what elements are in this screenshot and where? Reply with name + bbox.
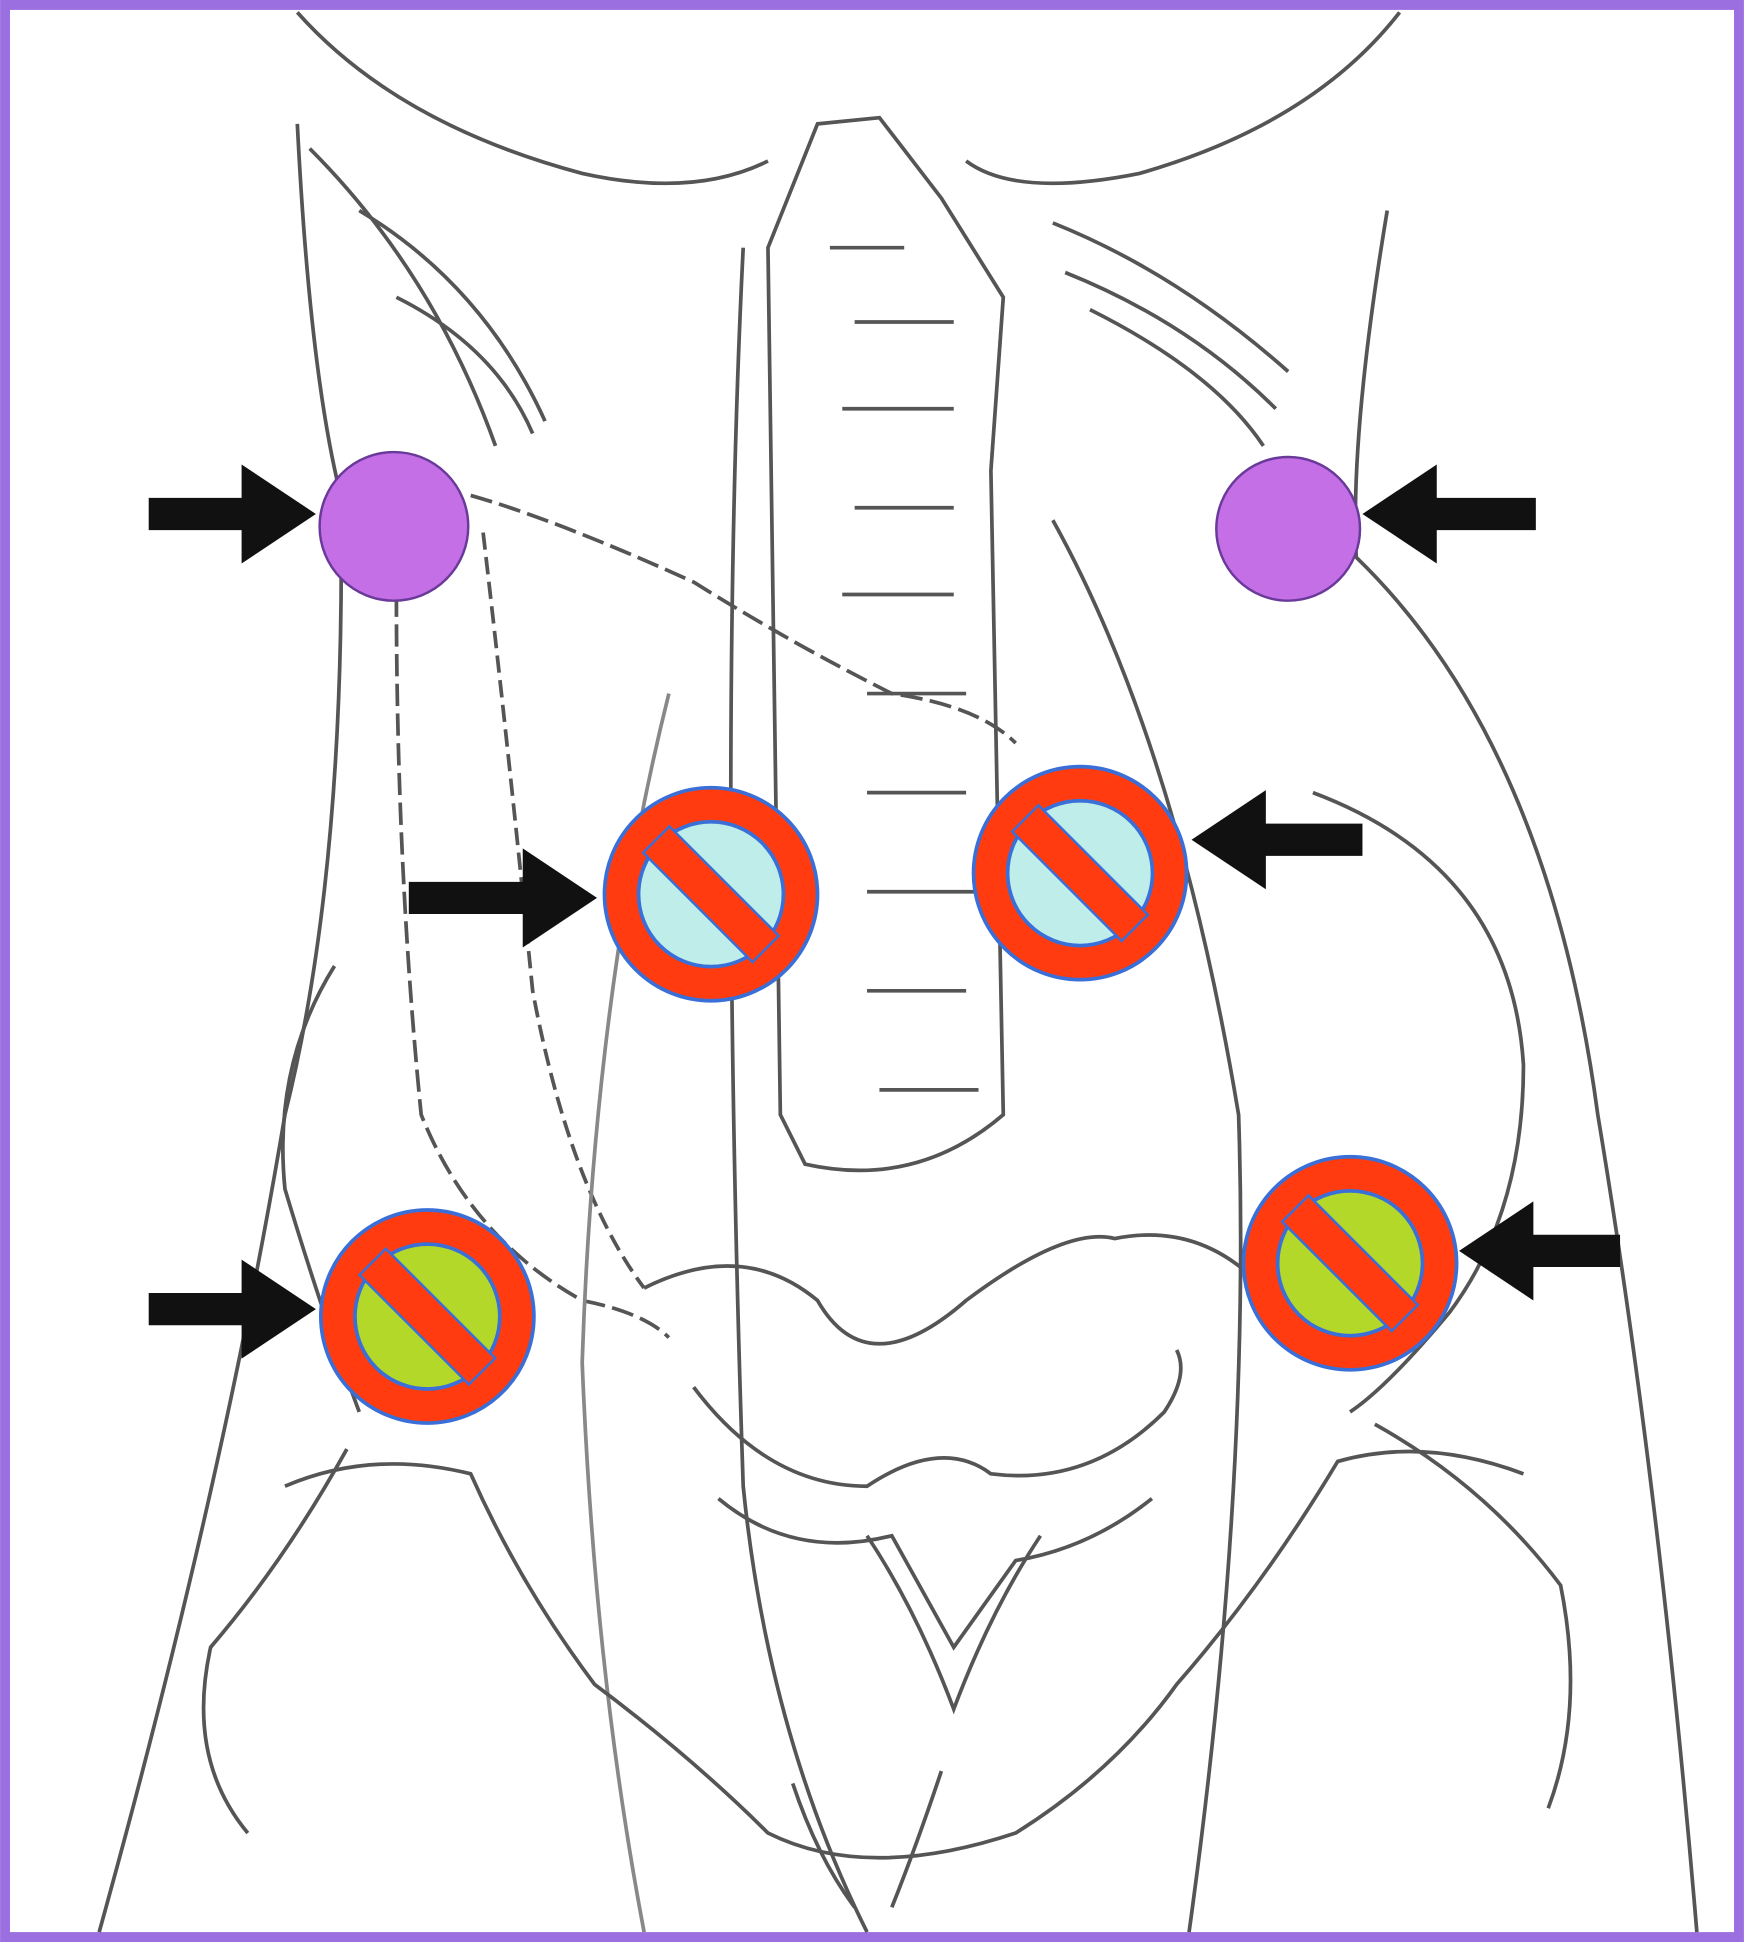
prohibition-bar-icon: [357, 1246, 497, 1387]
abdomen-anatomy-sketch: [97, 11, 1699, 1933]
purple-dot-icon: [1215, 455, 1362, 602]
purple-dot-icon: [318, 450, 470, 602]
prohibited-site-marker: [1241, 1154, 1621, 1372]
arrow-icon: [148, 1259, 316, 1359]
arrow-icon: [408, 848, 598, 948]
prohibition-bar-icon: [1010, 803, 1150, 943]
allowed-site-marker: [148, 450, 470, 602]
arrow-icon: [1362, 464, 1536, 564]
prohibition-bar-icon: [1280, 1193, 1420, 1333]
allowed-site-marker: [1215, 455, 1536, 602]
prohibited-site-marker: [408, 785, 820, 1003]
prohibited-site-marker: [148, 1208, 536, 1425]
arrow-icon: [148, 464, 316, 564]
arrow-icon: [1459, 1201, 1621, 1301]
prohibition-bar-icon: [641, 824, 781, 964]
arrow-icon: [1191, 790, 1363, 890]
prohibited-site-marker: [971, 764, 1363, 982]
